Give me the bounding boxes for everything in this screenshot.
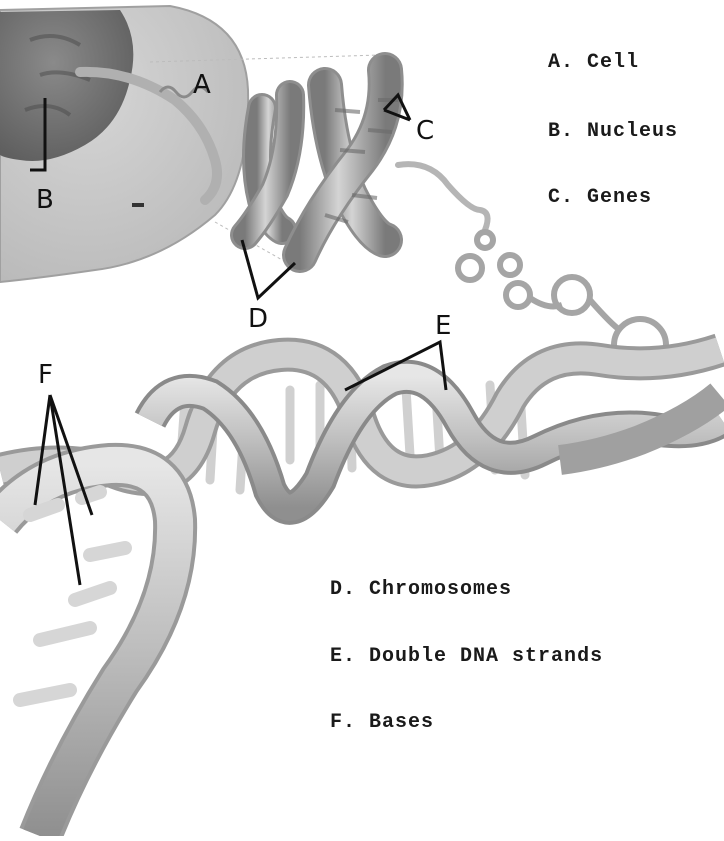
callout-b: B bbox=[36, 187, 54, 213]
legend-item-f: F. Bases bbox=[330, 711, 434, 734]
chromosome-small bbox=[245, 95, 290, 235]
legend-letter: D. bbox=[330, 578, 356, 601]
legend-letter: F. bbox=[330, 711, 356, 734]
legend-item-d: D. Chromosomes bbox=[330, 578, 512, 601]
callout-f: F bbox=[38, 362, 53, 388]
callout-a: A bbox=[193, 72, 211, 98]
callout-c: C bbox=[416, 118, 434, 144]
callout-d: D bbox=[248, 306, 268, 332]
legend-letter: E. bbox=[330, 645, 356, 668]
legend-item-a: A. Cell bbox=[548, 51, 639, 74]
chromatin-strand bbox=[398, 164, 488, 230]
legend-text: Chromosomes bbox=[369, 578, 512, 601]
legend-letter: C. bbox=[548, 186, 574, 209]
legend-item-b: B. Nucleus bbox=[548, 120, 678, 143]
callout-e: E bbox=[435, 313, 451, 339]
legend-text: Cell bbox=[587, 51, 639, 74]
legend-text: Bases bbox=[369, 711, 434, 734]
legend-item-e: E. Double DNA strands bbox=[330, 645, 603, 668]
legend-text: Double DNA strands bbox=[369, 645, 603, 668]
legend-text: Nucleus bbox=[587, 120, 678, 143]
legend-letter: A. bbox=[548, 51, 574, 74]
legend-text: Genes bbox=[587, 186, 652, 209]
chromosome-large bbox=[300, 70, 398, 255]
cell-speck bbox=[132, 203, 144, 207]
legend-item-c: C. Genes bbox=[548, 186, 652, 209]
legend-letter: B. bbox=[548, 120, 574, 143]
